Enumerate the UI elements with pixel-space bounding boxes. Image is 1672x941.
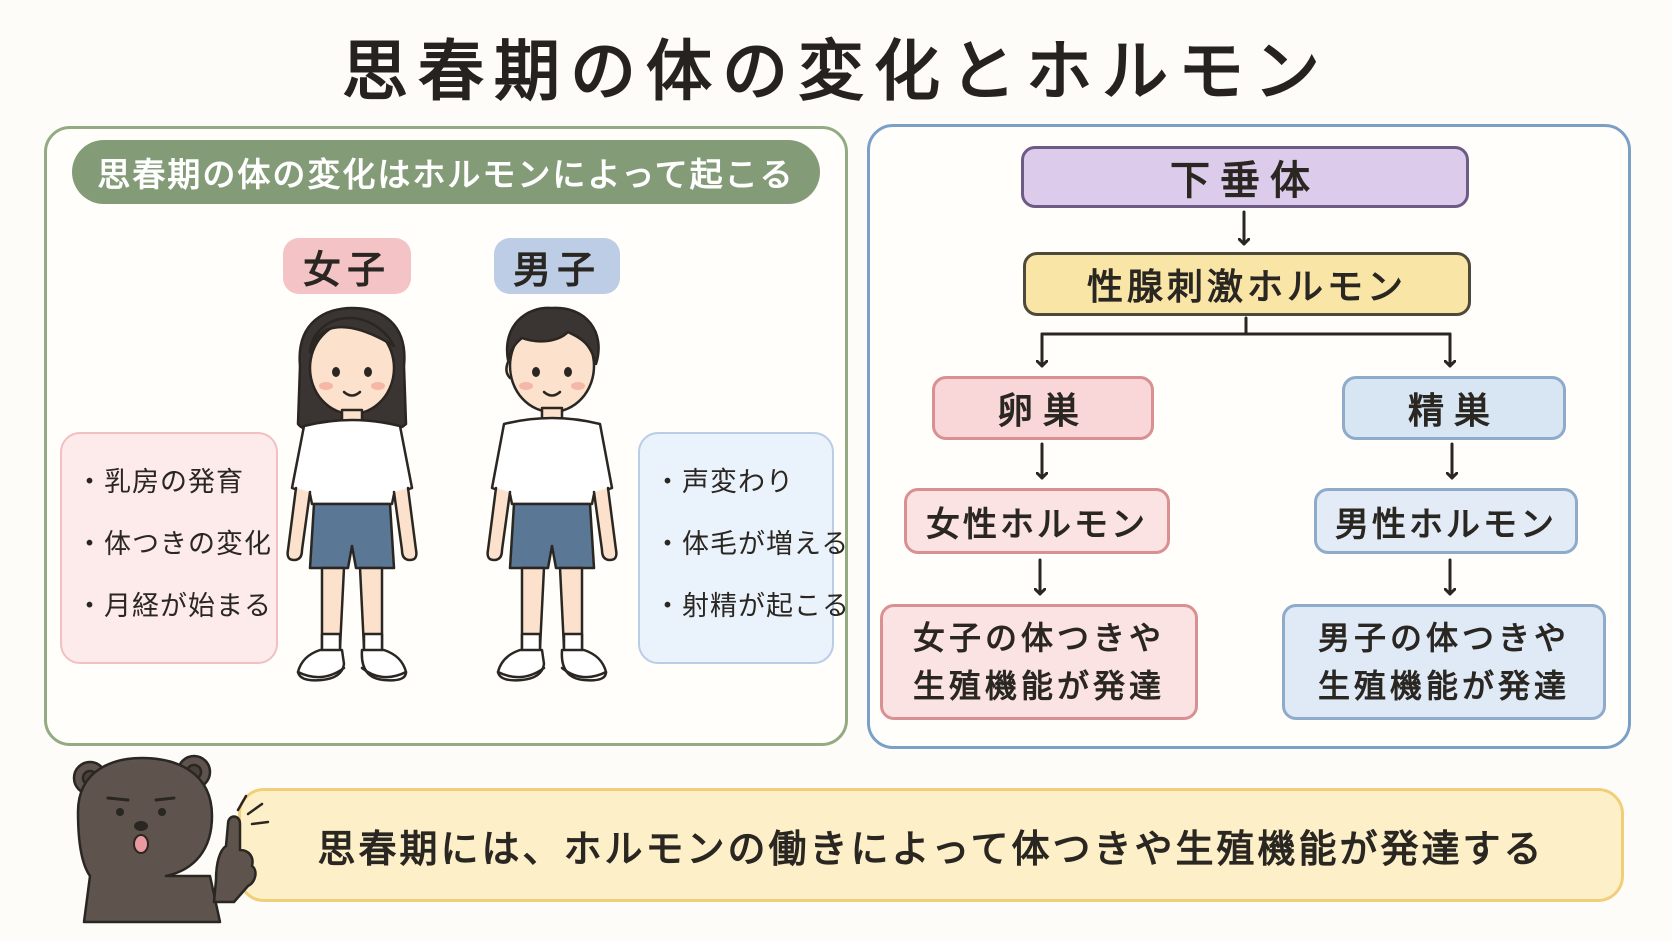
male-hormone-box: 男性ホルモン <box>1314 488 1578 554</box>
ovary-box: 卵巣 <box>932 376 1154 440</box>
male-development-line: 男子の体つきや <box>1317 619 1570 657</box>
female-development-box: 女子の体つきや 生殖機能が発達 <box>880 604 1198 720</box>
list-item: ・体つきの変化 <box>76 529 272 560</box>
girl-changes-list: ・乳房の発育 ・体つきの変化 ・月経が始まる <box>60 432 278 664</box>
summary-bubble: 思春期には、ホルモンの働きによって体つきや生殖機能が発達する <box>238 788 1624 902</box>
boy-illustration <box>486 306 618 682</box>
gonadotropin-box: 性腺刺激ホルモン <box>1023 252 1471 316</box>
page-title: 思春期の体の変化とホルモン <box>342 33 1330 110</box>
female-development-line: 女子の体つきや <box>912 619 1165 657</box>
list-item: ・月経が始まる <box>76 591 272 622</box>
boy-changes-list: ・声変わり ・体毛が増える ・射精が起こる <box>638 432 850 664</box>
list-item: ・乳房の発育 <box>76 467 244 498</box>
female-development-line: 生殖機能が発達 <box>912 667 1165 705</box>
list-item: ・体毛が増える <box>654 529 850 560</box>
girl-illustration <box>286 306 418 682</box>
boy-label: 男子 <box>494 238 620 294</box>
girl-label: 女子 <box>283 238 411 294</box>
body-changes-banner: 思春期の体の変化はホルモンによって起こる <box>72 140 820 204</box>
bear-mascot-icon <box>72 754 270 924</box>
pituitary-box: 下垂体 <box>1021 146 1469 208</box>
list-item: ・声変わり <box>654 467 794 498</box>
list-item: ・射精が起こる <box>654 591 850 622</box>
testis-box: 精巣 <box>1342 376 1566 440</box>
male-development-line: 生殖機能が発達 <box>1317 667 1570 705</box>
female-hormone-box: 女性ホルモン <box>904 488 1170 554</box>
male-development-box: 男子の体つきや 生殖機能が発達 <box>1282 604 1606 720</box>
